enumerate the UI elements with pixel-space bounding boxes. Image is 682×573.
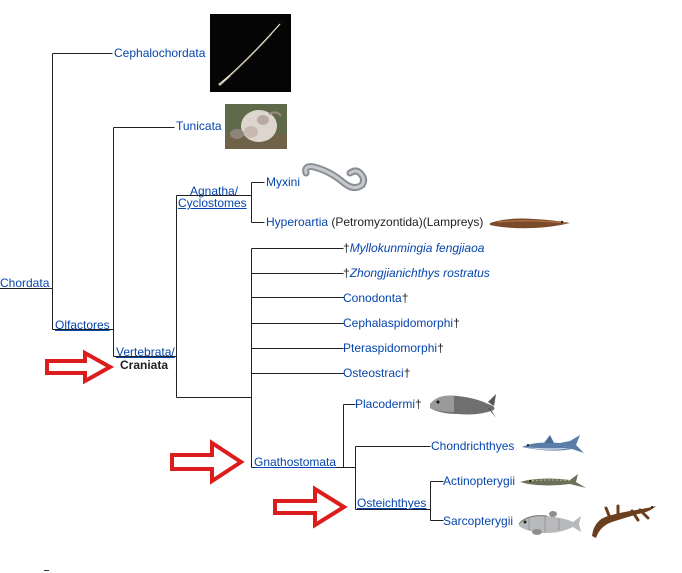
node-cephalaspidomorphi-label: Cephalaspidomorphi [343, 316, 453, 330]
node-tunicata-label: Tunicata [176, 119, 222, 133]
hagfish-image [300, 163, 368, 197]
node-craniata: Craniata [120, 358, 168, 372]
arrow-to-gnathostomata [172, 443, 241, 481]
node-petromyzontida-label: (Petromyzontida)(Lampreys) [328, 215, 483, 229]
lamprey-image [488, 213, 572, 233]
salamander-image [588, 500, 660, 540]
extinct-dagger: † [415, 397, 422, 411]
node-olfactores[interactable]: Olfactores [55, 318, 110, 332]
node-hyperoartia[interactable]: Hyperoartia (Petromyzontida)(Lampreys) [266, 215, 483, 229]
node-conodonta-label: Conodonta [343, 291, 402, 305]
node-myxini-label: Myxini [266, 175, 300, 189]
lancelet-image [210, 14, 291, 92]
node-sarcopterygii-label: Sarcopterygii [443, 514, 513, 528]
coelacanth-image [515, 508, 585, 540]
extinct-dagger: † [343, 241, 350, 255]
shark-image [520, 433, 586, 459]
node-osteostraci[interactable]: Osteostraci† [343, 366, 410, 380]
node-pteraspidomorphi-label: Pteraspidomorphi [343, 341, 437, 355]
node-osteichthyes-label: Osteichthyes [357, 496, 426, 510]
node-osteostraci-label: Osteostraci [343, 366, 404, 380]
node-actinopterygii[interactable]: Actinopterygii [443, 474, 515, 488]
node-tunicata[interactable]: Tunicata [176, 119, 222, 133]
node-chordata[interactable]: Chordata [0, 276, 49, 290]
extinct-dagger: † [437, 341, 444, 355]
placoderm-image [428, 390, 498, 420]
node-vertebrata[interactable]: Vertebrata/ [116, 345, 175, 359]
node-cephalaspidomorphi[interactable]: Cephalaspidomorphi† [343, 316, 460, 330]
node-placodermi[interactable]: Placodermi† [355, 397, 422, 411]
node-placodermi-label: Placodermi [355, 397, 415, 411]
node-olfactores-label: Olfactores [55, 318, 110, 332]
node-chordata-label: Chordata [0, 276, 49, 290]
node-cephalochordata-label: Cephalochordata [114, 46, 205, 60]
node-myxini[interactable]: Myxini [266, 175, 300, 189]
extinct-dagger: † [343, 266, 350, 280]
node-myllokunmingia[interactable]: †Myllokunmingia fengjiaoa [343, 241, 484, 255]
node-vertebrata-label: Vertebrata/ [116, 345, 175, 359]
node-actinopterygii-label: Actinopterygii [443, 474, 515, 488]
stray-dash [44, 570, 49, 571]
extinct-dagger: † [402, 291, 409, 305]
node-sarcopterygii[interactable]: Sarcopterygii [443, 514, 513, 528]
node-chondrichthyes-label: Chondrichthyes [431, 439, 514, 453]
node-cephalochordata[interactable]: Cephalochordata [114, 46, 205, 60]
node-zhongjianichthys-label: Zhongjianichthys rostratus [350, 266, 490, 280]
node-cyclostomes[interactable]: Cyclostomes [178, 196, 247, 210]
node-cyclostomes-label: Cyclostomes [178, 196, 247, 210]
highlight-arrows [47, 353, 344, 525]
node-conodonta[interactable]: Conodonta† [343, 291, 408, 305]
node-craniata-label: Craniata [120, 358, 168, 372]
node-gnathostomata[interactable]: Gnathostomata [254, 455, 336, 469]
tunicate-image [225, 104, 287, 149]
node-osteichthyes[interactable]: Osteichthyes [357, 496, 426, 510]
arrow-to-osteichthyes [275, 489, 344, 525]
node-chondrichthyes[interactable]: Chondrichthyes [431, 439, 514, 453]
node-gnathostomata-label: Gnathostomata [254, 455, 336, 469]
extinct-dagger: † [453, 316, 460, 330]
sturgeon-image [518, 472, 588, 492]
node-myllokunmingia-label: Myllokunmingia fengjiaoa [350, 241, 485, 255]
node-pteraspidomorphi[interactable]: Pteraspidomorphi† [343, 341, 444, 355]
node-zhongjianichthys[interactable]: †Zhongjianichthys rostratus [343, 266, 490, 280]
node-hyperoartia-label: Hyperoartia [266, 215, 328, 229]
arrow-to-vertebrata [47, 353, 110, 381]
extinct-dagger: † [404, 366, 411, 380]
